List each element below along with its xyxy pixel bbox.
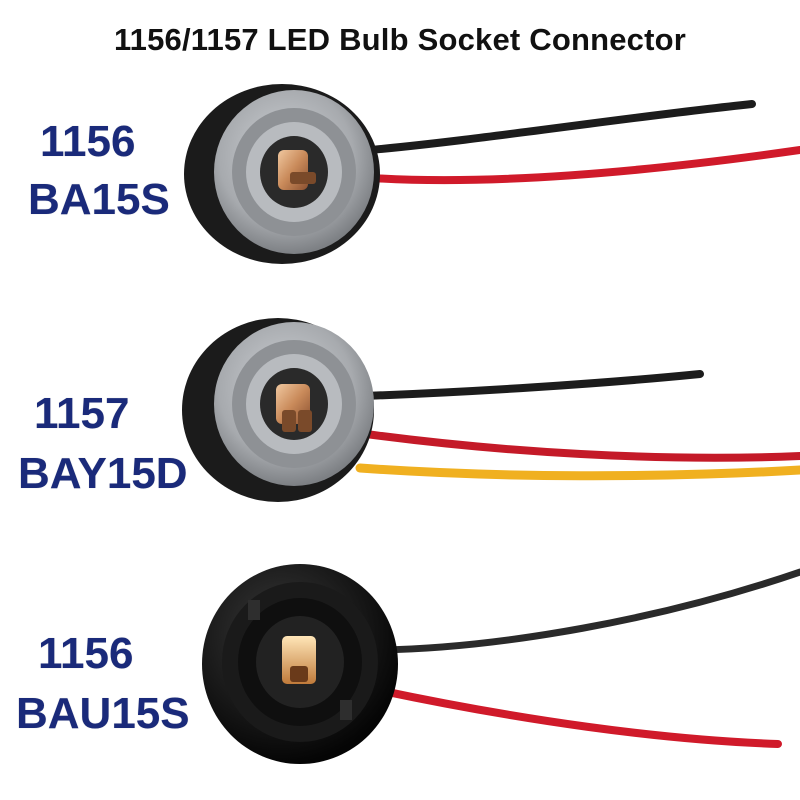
socket-1-base-label: BA15S [28,175,170,224]
socket-2-wires [355,370,800,481]
socket-3-code-label: 1156 [38,629,134,678]
socket-3-housing [202,564,398,764]
socket-3-wires [374,568,800,748]
page-title: 1156/1157 LED Bulb Socket Connector [113,22,687,57]
socket-2-base-label: BAY15D [18,449,188,498]
socket-2-code-label: 1157 [34,389,130,438]
socket-1-wires [366,100,800,185]
socket-1-code-label: 1156 [40,117,136,166]
socket-1-housing [184,84,380,264]
socket-2-housing [182,318,374,502]
socket-3-base-label: BAU15S [16,689,190,738]
